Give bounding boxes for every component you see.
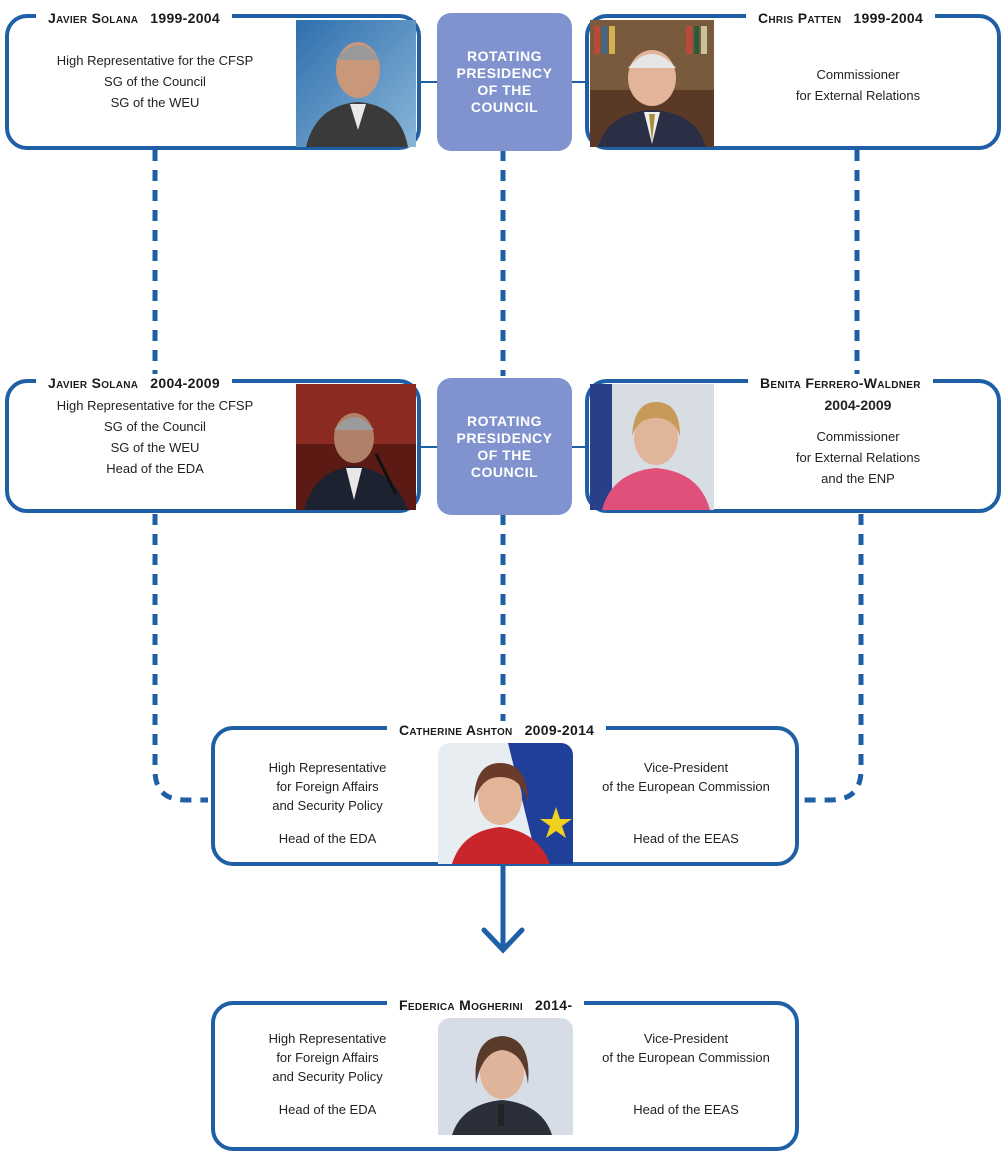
solana-1999-roles: High Representative for the CFSP SG of t… [56, 53, 254, 110]
patten-photo-icon [590, 20, 714, 147]
ferrero-photo-icon [590, 384, 714, 510]
ferrero-years: 2004-2009 [824, 397, 892, 413]
mogherini-right-roles: Vice-President of the European Commissio… [602, 1031, 770, 1117]
rotating-presidency-box-2: ROTATING PRESIDENCY OF THE COUNCIL [437, 378, 572, 515]
ashton-right-roles: Vice-President of the European Commissio… [602, 760, 770, 846]
connector-solana-ashton [152, 514, 208, 803]
connector-ferrero-ashton [800, 514, 864, 803]
patten-roles: Commissioner for External Relations [795, 67, 921, 103]
solana-2004-roles: High Representative for the CFSP SG of t… [56, 398, 254, 476]
solana-photo-icon [296, 20, 416, 147]
mogherini-left-roles: High Representative for Foreign Affairs … [268, 1031, 387, 1117]
ferrero-roles: Commissioner for External Relations and … [795, 429, 921, 486]
rotating-presidency-box-1: ROTATING PRESIDENCY OF THE COUNCIL [437, 13, 572, 151]
ashton-photo-icon [438, 743, 573, 864]
solana-2004-photo-icon [296, 384, 416, 510]
mogherini-photo-icon [438, 1018, 573, 1135]
ashton-left-roles: High Representative for Foreign Affairs … [268, 760, 387, 846]
ferrero-title: Benita Ferrero-Waldner [748, 374, 933, 392]
